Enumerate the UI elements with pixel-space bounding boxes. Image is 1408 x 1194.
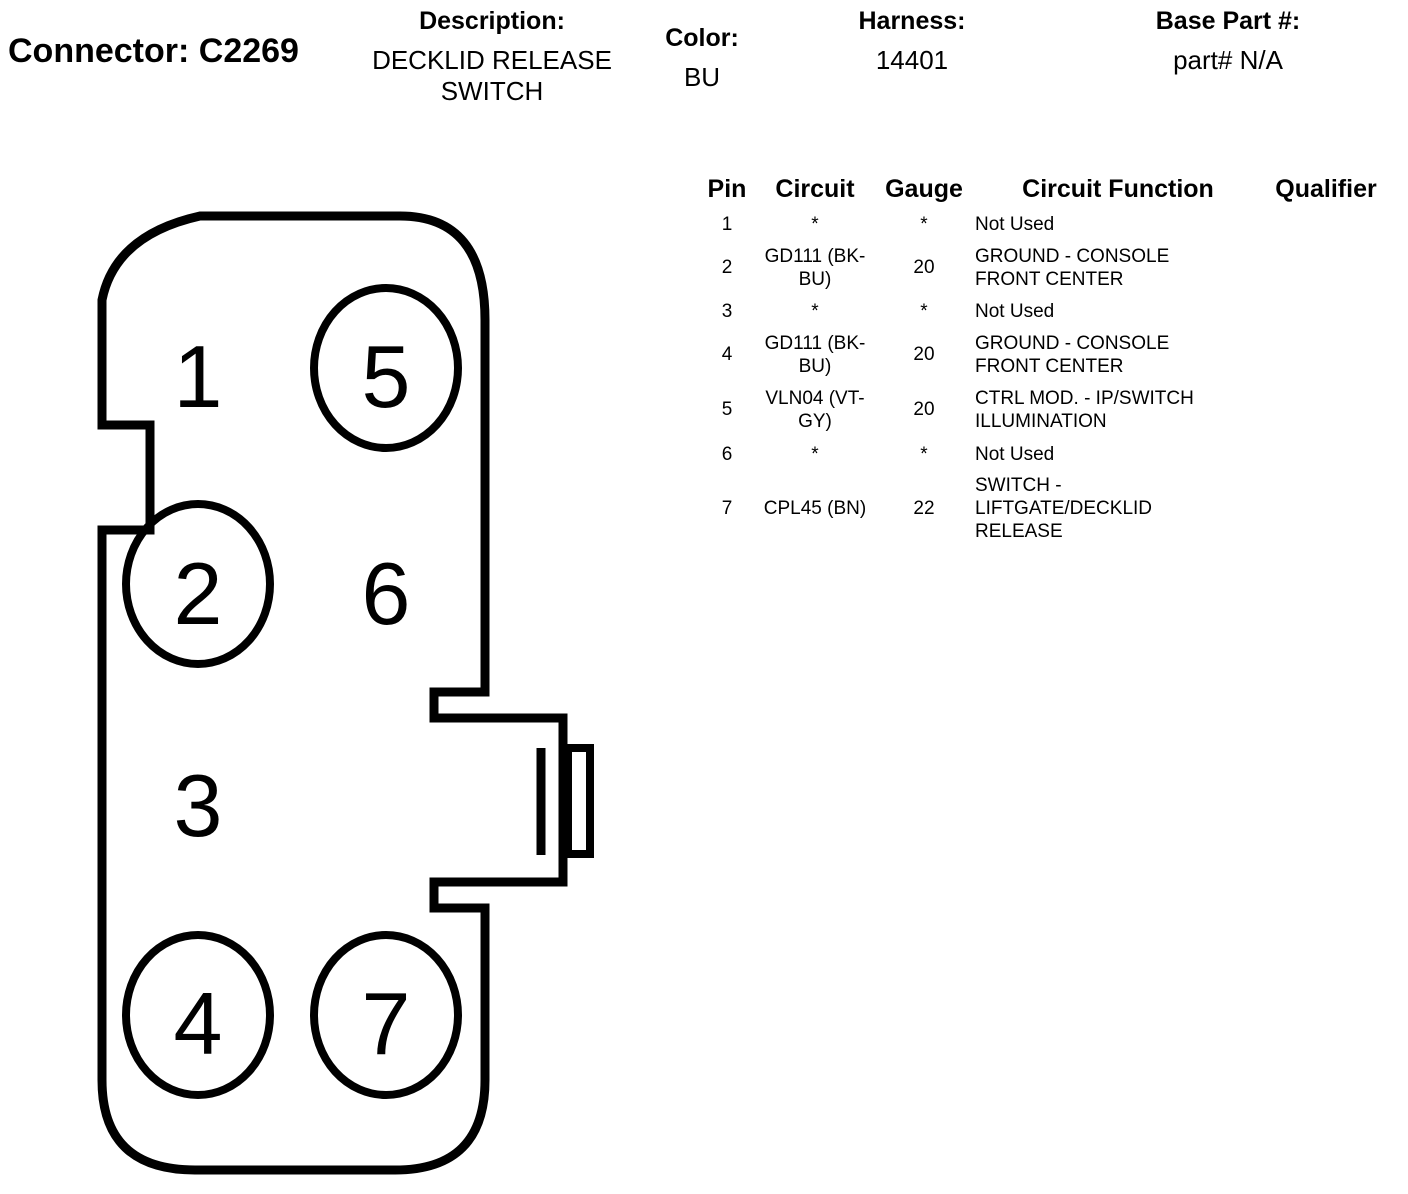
row-7-pin: 7 — [721, 498, 733, 519]
row-7-circuit: CPL45 (BN) — [763, 498, 867, 519]
row-3-pin: 3 — [721, 301, 733, 322]
row-6-circuit: * — [811, 444, 819, 465]
connector-title: Connector: C2269 — [8, 32, 299, 70]
color-label: Color: — [665, 24, 739, 52]
row-2-circuit: GD111 (BK- BU) — [764, 246, 866, 290]
row-5-pin: 5 — [721, 399, 733, 420]
pin-label-4: 4 — [174, 974, 223, 1073]
base-part-label: Base Part #: — [1155, 7, 1301, 35]
row-7-function: SWITCH - LIFTGATE/DECKLID RELEASE — [975, 475, 1153, 542]
row-1-circuit: * — [811, 214, 819, 235]
row-3-circuit: * — [811, 301, 819, 322]
color-value: BU — [683, 62, 721, 92]
row-6-pin: 6 — [721, 444, 733, 465]
row-1-gauge: * — [920, 214, 928, 235]
row-6-gauge: * — [920, 444, 928, 465]
row-5-function: CTRL MOD. - IP/SWITCH ILLUMINATION — [975, 388, 1194, 432]
column-header-pin: Pin — [707, 175, 747, 203]
row-7-gauge: 22 — [913, 498, 935, 519]
row-4-pin: 4 — [721, 344, 733, 365]
row-5-gauge: 20 — [913, 399, 935, 420]
base-part-value: part# N/A — [1173, 45, 1283, 75]
pin-2-circle — [122, 500, 274, 668]
connector-housing-outline — [97, 211, 568, 1175]
pin-label-6: 6 — [362, 544, 411, 643]
column-header-gauge: Gauge — [885, 175, 963, 203]
pin-label-1: 1 — [174, 327, 223, 426]
column-header-circuit-function: Circuit Function — [1022, 175, 1214, 203]
row-4-gauge: 20 — [913, 344, 935, 365]
row-2-pin: 2 — [721, 257, 733, 278]
pin-label-7: 7 — [362, 974, 411, 1073]
row-2-function: GROUND - CONSOLE FRONT CENTER — [975, 246, 1170, 290]
harness-label: Harness: — [858, 7, 966, 35]
row-2-gauge: 20 — [913, 257, 935, 278]
pin-label-5: 5 — [362, 327, 411, 426]
column-header-circuit: Circuit — [775, 175, 855, 203]
pin-7-circle — [310, 931, 462, 1099]
row-3-function: Not Used — [975, 301, 1055, 322]
pin-4-circle — [122, 931, 274, 1099]
harness-value: 14401 — [875, 45, 949, 75]
column-header-qualifier: Qualifier — [1275, 175, 1377, 203]
row-5-circuit: VLN04 (VT- GY) — [765, 388, 865, 432]
row-1-pin: 1 — [721, 214, 733, 235]
row-4-function: GROUND - CONSOLE FRONT CENTER — [975, 333, 1170, 377]
row-3-gauge: * — [920, 301, 928, 322]
row-1-function: Not Used — [975, 214, 1055, 235]
pin-label-3: 3 — [174, 756, 223, 855]
description-value: DECKLID RELEASE SWITCH — [372, 45, 612, 106]
row-4-circuit: GD111 (BK- BU) — [764, 333, 866, 377]
row-6-function: Not Used — [975, 444, 1055, 465]
pin-5-circle — [310, 284, 462, 452]
connector-latch — [564, 744, 594, 858]
pin-label-2: 2 — [174, 544, 223, 643]
description-label: Description: — [419, 7, 565, 35]
